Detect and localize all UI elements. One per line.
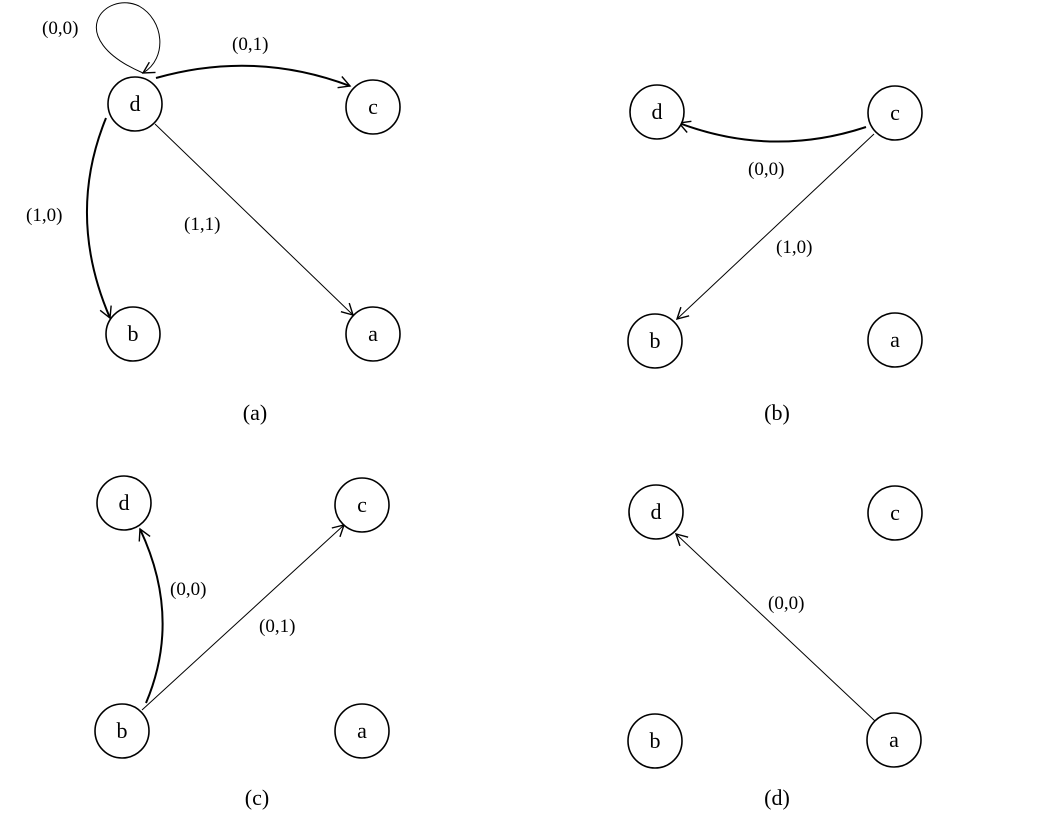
edge-label-a-d-b: (1,0) xyxy=(26,205,62,226)
node-c-a: a xyxy=(334,703,390,759)
panel-caption-c: (c) xyxy=(245,785,269,810)
node-label: d xyxy=(651,499,662,524)
node-label: b xyxy=(117,718,128,743)
edge-label-c-b-c: (0,1) xyxy=(259,616,295,637)
edge-a-d-to-c xyxy=(155,64,352,89)
panel-caption-d: (d) xyxy=(764,785,790,810)
node-d-d: d xyxy=(628,484,684,540)
edge-a-d-to-d xyxy=(95,2,161,74)
edge-a-d-to-b xyxy=(85,117,112,320)
edge-label-a-d-a: (1,1) xyxy=(184,214,220,235)
node-a-d: d xyxy=(107,76,163,132)
panel-d: (0,0) d c b a (d) xyxy=(627,484,923,810)
node-label: d xyxy=(652,99,663,124)
edge-label-a-d-c: (0,1) xyxy=(232,34,268,55)
node-d-c: c xyxy=(867,485,923,541)
node-c-d: d xyxy=(96,475,152,531)
node-d-a: a xyxy=(866,712,922,768)
node-label: a xyxy=(368,321,378,346)
panel-c: (0,0) (0,1) d c b a (c) xyxy=(94,475,390,810)
edge-c-b-to-d xyxy=(138,527,164,704)
edge-label-a-d-d: (0,0) xyxy=(42,18,78,39)
node-c-b: b xyxy=(94,703,150,759)
node-a-a: a xyxy=(345,306,401,362)
panel-b: (0,0) (1,0) d c b a (b) xyxy=(627,84,923,425)
panel-caption-a: (a) xyxy=(243,400,267,425)
edge-d-a-to-d xyxy=(674,532,876,722)
node-label: c xyxy=(368,94,378,119)
edge-label-b-c-b: (1,0) xyxy=(776,237,812,258)
edge-b-c-to-d xyxy=(677,120,867,143)
node-label: d xyxy=(130,91,141,116)
node-label: c xyxy=(890,100,900,125)
node-label: a xyxy=(889,727,899,752)
edge-label-b-c-d: (0,0) xyxy=(748,159,784,180)
edge-a-d-to-a xyxy=(154,123,355,317)
node-b-d: d xyxy=(629,84,685,140)
node-b-a: a xyxy=(867,312,923,368)
edge-c-b-to-c xyxy=(141,524,346,711)
node-d-b: b xyxy=(627,713,683,769)
node-label: b xyxy=(650,328,661,353)
edge-b-c-to-b xyxy=(675,133,875,321)
panel-a: (0,0) (0,1) (1,0) (1,1) d c b a (a) xyxy=(26,2,401,425)
panel-caption-b: (b) xyxy=(764,400,790,425)
node-b-b: b xyxy=(627,313,683,369)
node-a-c: c xyxy=(345,79,401,135)
node-label: b xyxy=(650,728,661,753)
node-label: a xyxy=(890,327,900,352)
node-label: a xyxy=(357,718,367,743)
node-label: b xyxy=(128,321,139,346)
edge-label-d-a-d: (0,0) xyxy=(768,593,804,614)
node-label: d xyxy=(119,490,130,515)
edge-label-c-b-d: (0,0) xyxy=(170,579,206,600)
node-a-b: b xyxy=(105,306,161,362)
node-b-c: c xyxy=(867,85,923,141)
node-c-c: c xyxy=(334,477,390,533)
node-label: c xyxy=(890,500,900,525)
node-label: c xyxy=(357,492,367,517)
